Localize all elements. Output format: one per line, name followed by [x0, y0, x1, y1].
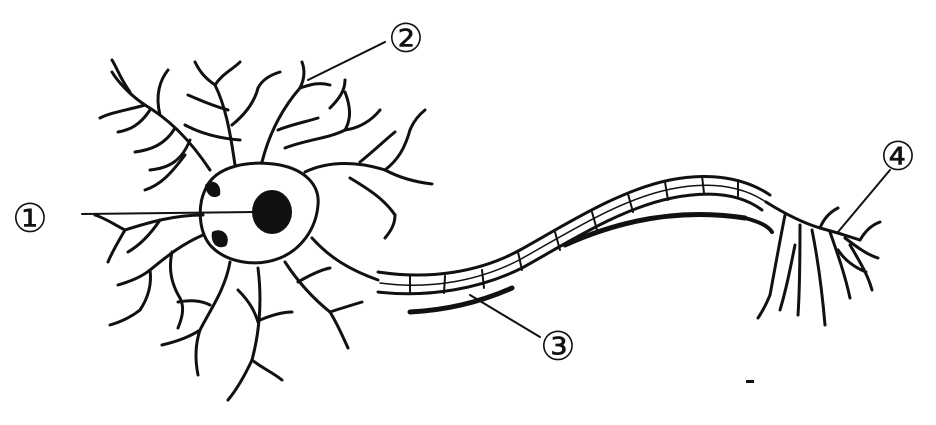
axon: [312, 176, 772, 312]
speck: [746, 380, 754, 383]
leader-line-3: [470, 295, 540, 337]
label-3: ③: [540, 324, 576, 370]
axon-terminal: [758, 202, 880, 325]
leader-lines: [82, 42, 890, 337]
label-4: ④: [880, 134, 916, 180]
label-1: ①: [12, 196, 48, 242]
leader-line-2: [308, 42, 385, 80]
label-2: ②: [388, 16, 424, 62]
leader-line-1: [82, 212, 258, 214]
